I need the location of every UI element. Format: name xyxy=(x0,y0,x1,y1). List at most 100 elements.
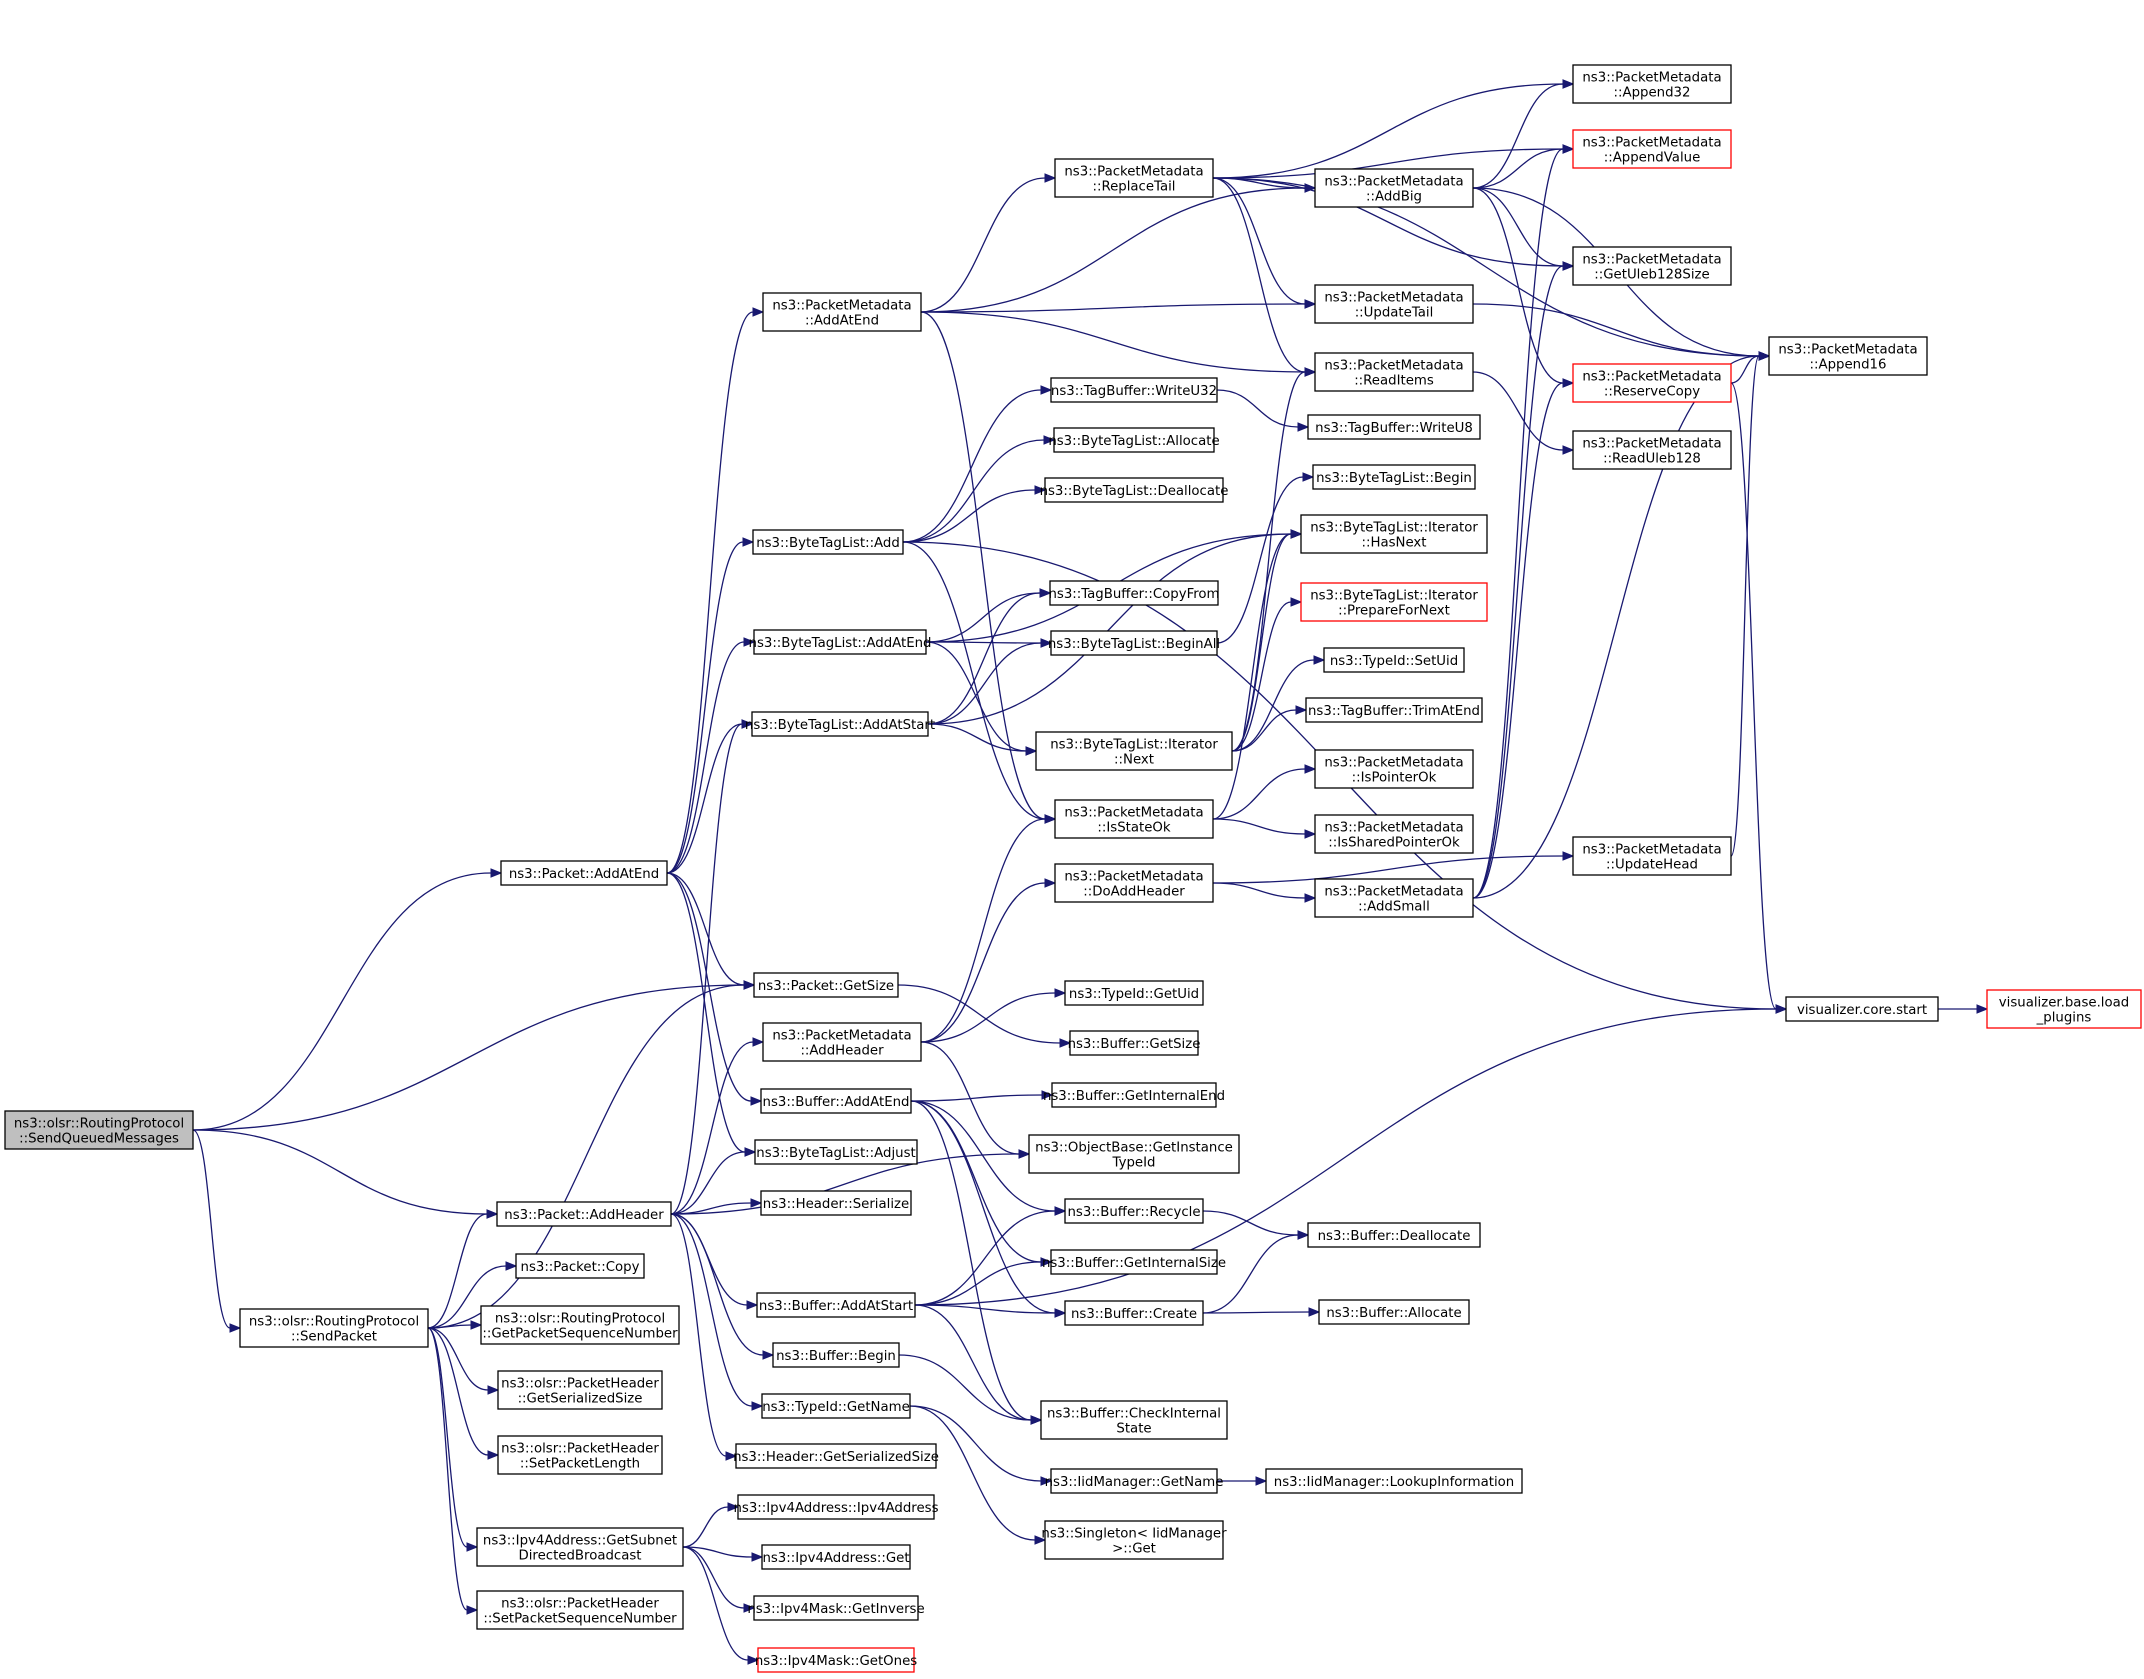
node-layer: ns3::olsr::RoutingProtocol::SendQueuedMe… xyxy=(4,64,2142,1673)
node-box xyxy=(515,1253,645,1279)
node-pm-append32[interactable]: ns3::PacketMetadata::Append32 xyxy=(1572,64,1732,104)
node-btl-beginall[interactable]: ns3::ByteTagList::BeginAll xyxy=(1048,630,1220,656)
node-btl-allocate[interactable]: ns3::ByteTagList::Allocate xyxy=(1048,427,1220,453)
edge-arrowhead xyxy=(1562,261,1575,271)
node-buf-allocate[interactable]: ns3::Buffer::Allocate xyxy=(1318,1299,1470,1325)
node-label: ::IsSharedPointerOk xyxy=(1328,836,1460,851)
node-tb-copyfrom[interactable]: ns3::TagBuffer::CopyFrom xyxy=(1048,580,1220,606)
node-box xyxy=(4,1110,194,1150)
node-vis-load[interactable]: visualizer.base.load_plugins xyxy=(1986,989,2142,1029)
node-buf-addatend[interactable]: ns3::Buffer::AddAtEnd xyxy=(760,1088,912,1114)
node-btli-preparefornext[interactable]: ns3::ByteTagList::Iterator::PrepareForNe… xyxy=(1300,582,1488,622)
node-label: ns3::Singleton< IidManager xyxy=(1041,1527,1227,1542)
node-box xyxy=(1314,352,1474,392)
edge-line xyxy=(1202,1234,1299,1314)
node-typeid-getuid[interactable]: ns3::TypeId::GetUid xyxy=(1064,980,1204,1006)
node-iid-getname[interactable]: ns3::IidManager::GetName xyxy=(1045,1468,1224,1494)
node-btl-deallocate[interactable]: ns3::ByteTagList::Deallocate xyxy=(1040,477,1229,503)
node-box xyxy=(239,1308,429,1348)
call-edge xyxy=(666,537,755,874)
node-pm-addatend[interactable]: ns3::PacketMetadata::AddAtEnd xyxy=(762,292,922,332)
node-ipv4-ctor[interactable]: ns3::Ipv4Address::Ipv4Address xyxy=(733,1494,939,1520)
node-pm-doaddheader[interactable]: ns3::PacketMetadata::DoAddHeader xyxy=(1054,863,1214,903)
node-ipv4-subnet[interactable]: ns3::Ipv4Address::GetSubnetDirectedBroad… xyxy=(476,1527,684,1567)
node-btli-hasnext[interactable]: ns3::ByteTagList::Iterator::HasNext xyxy=(1300,514,1488,554)
edge-arrowhead xyxy=(1304,299,1317,309)
node-btli-next[interactable]: ns3::ByteTagList::Iterator::Next xyxy=(1035,731,1233,771)
node-hdr-serialize[interactable]: ns3::Header::Serialize xyxy=(760,1190,912,1216)
node-buf-recycle[interactable]: ns3::Buffer::Recycle xyxy=(1064,1198,1204,1224)
node-hdr-getser[interactable]: ns3::Header::GetSerializedSize xyxy=(733,1443,939,1469)
node-tb-writeu8[interactable]: ns3::TagBuffer::WriteU8 xyxy=(1307,414,1481,440)
node-pm-addbig[interactable]: ns3::PacketMetadata::AddBig xyxy=(1314,168,1474,208)
edge-arrowhead xyxy=(751,1401,764,1411)
node-label: ns3::ByteTagList::Deallocate xyxy=(1040,484,1229,499)
edge-arrowhead xyxy=(1562,378,1575,388)
edge-line xyxy=(1472,382,1564,899)
node-btl-addatend[interactable]: ns3::ByteTagList::AddAtEnd xyxy=(749,629,932,655)
node-buf-getsize[interactable]: ns3::Buffer::GetSize xyxy=(1068,1030,1201,1056)
edge-arrowhead xyxy=(505,1261,518,1271)
node-buf-getinternalend[interactable]: ns3::Buffer::GetInternalEnd xyxy=(1043,1082,1225,1108)
edge-line xyxy=(910,1100,1056,1314)
node-typeid-setuid[interactable]: ns3::TypeId::SetUid xyxy=(1323,647,1465,673)
node-pkt-copy[interactable]: ns3::Packet::Copy xyxy=(515,1253,645,1279)
edge-arrowhead xyxy=(1040,638,1053,648)
node-root[interactable]: ns3::olsr::RoutingProtocol::SendQueuedMe… xyxy=(4,1110,194,1150)
node-getpktseq[interactable]: ns3::olsr::RoutingProtocol::GetPacketSeq… xyxy=(480,1305,680,1345)
node-ph-setseq[interactable]: ns3::olsr::PacketHeader::SetPacketSequen… xyxy=(476,1590,684,1630)
edge-arrowhead xyxy=(1304,367,1317,377)
node-buf-deallocate[interactable]: ns3::Buffer::Deallocate xyxy=(1307,1222,1481,1248)
node-buf-getinternalsize[interactable]: ns3::Buffer::GetInternalSize xyxy=(1042,1249,1226,1275)
node-pm-append16[interactable]: ns3::PacketMetadata::Append16 xyxy=(1768,336,1928,376)
node-pm-getuleb[interactable]: ns3::PacketMetadata::GetUleb128Size xyxy=(1572,246,1732,286)
node-pm-addsmall[interactable]: ns3::PacketMetadata::AddSmall xyxy=(1314,878,1474,918)
node-pm-ispointerok[interactable]: ns3::PacketMetadata::IsPointerOk xyxy=(1314,749,1474,789)
node-pkt-getsize[interactable]: ns3::Packet::GetSize xyxy=(753,972,899,998)
node-pm-replacetail[interactable]: ns3::PacketMetadata::ReplaceTail xyxy=(1054,158,1214,198)
node-sendpacket[interactable]: ns3::olsr::RoutingProtocol::SendPacket xyxy=(239,1308,429,1348)
node-pm-readuleb[interactable]: ns3::PacketMetadata::ReadUleb128 xyxy=(1572,430,1732,470)
node-iid-lookup[interactable]: ns3::IidManager::LookupInformation xyxy=(1265,1468,1523,1494)
node-buf-begin[interactable]: ns3::Buffer::Begin xyxy=(772,1342,900,1368)
node-mask-inverse[interactable]: ns3::Ipv4Mask::GetInverse xyxy=(747,1595,925,1621)
node-label: ns3::Buffer::Begin xyxy=(776,1349,896,1364)
edge-line xyxy=(1472,371,1564,451)
node-pm-isstateok[interactable]: ns3::PacketMetadata::IsStateOk xyxy=(1054,799,1214,839)
node-pkt-addheader[interactable]: ns3::Packet::AddHeader xyxy=(496,1201,672,1227)
node-buf-addatstart[interactable]: ns3::Buffer::AddAtStart xyxy=(756,1292,916,1318)
node-ph-setlen[interactable]: ns3::olsr::PacketHeader::SetPacketLength xyxy=(497,1435,663,1475)
node-mask-ones[interactable]: ns3::Ipv4Mask::GetOnes xyxy=(755,1647,917,1673)
call-edge xyxy=(666,872,756,990)
node-btl-add[interactable]: ns3::ByteTagList::Add xyxy=(752,529,904,555)
node-ph-getser[interactable]: ns3::olsr::PacketHeader::GetSerializedSi… xyxy=(497,1370,663,1410)
node-pm-appendvalue[interactable]: ns3::PacketMetadata::AppendValue xyxy=(1572,129,1732,169)
node-label: ns3::ByteTagList::Iterator xyxy=(1310,521,1478,536)
node-tb-writeu32[interactable]: ns3::TagBuffer::WriteU32 xyxy=(1050,377,1218,403)
node-pkt-addatend[interactable]: ns3::Packet::AddAtEnd xyxy=(500,860,668,886)
node-tb-trimatend[interactable]: ns3::TagBuffer::TrimAtEnd xyxy=(1305,697,1483,723)
node-label: ns3::PacketMetadata xyxy=(772,299,911,314)
node-label: ns3::PacketMetadata xyxy=(1324,175,1463,190)
node-singleton-get[interactable]: ns3::Singleton< IidManager>::Get xyxy=(1041,1520,1227,1560)
node-pm-addheader[interactable]: ns3::PacketMetadata::AddHeader xyxy=(762,1022,922,1062)
edge-arrowhead xyxy=(750,1096,763,1106)
node-pm-readitems[interactable]: ns3::PacketMetadata::ReadItems xyxy=(1314,352,1474,392)
node-btl-addatstart[interactable]: ns3::ByteTagList::AddAtStart xyxy=(745,711,935,737)
node-pm-updatetail[interactable]: ns3::PacketMetadata::UpdateTail xyxy=(1314,284,1474,324)
node-buf-create[interactable]: ns3::Buffer::Create xyxy=(1064,1300,1204,1326)
node-btl-adjust[interactable]: ns3::ByteTagList::Adjust xyxy=(754,1139,918,1165)
node-typeid-getname[interactable]: ns3::TypeId::GetName xyxy=(761,1393,911,1419)
node-pm-issharedpointerok[interactable]: ns3::PacketMetadata::IsSharedPointerOk xyxy=(1314,814,1474,854)
node-pm-updatehead[interactable]: ns3::PacketMetadata::UpdateHead xyxy=(1572,836,1732,876)
node-ipv4-get[interactable]: ns3::Ipv4Address::Get xyxy=(761,1544,911,1570)
node-pm-reservecopy[interactable]: ns3::PacketMetadata::ReserveCopy xyxy=(1572,363,1732,403)
node-vis-start[interactable]: visualizer.core.start xyxy=(1785,996,1939,1022)
edge-line xyxy=(192,984,745,1131)
node-label: visualizer.base.load xyxy=(1999,996,2129,1011)
node-label: ns3::PacketMetadata xyxy=(1582,253,1721,268)
node-box xyxy=(1265,1468,1523,1494)
node-btl-begin[interactable]: ns3::ByteTagList::Begin xyxy=(1312,464,1476,490)
